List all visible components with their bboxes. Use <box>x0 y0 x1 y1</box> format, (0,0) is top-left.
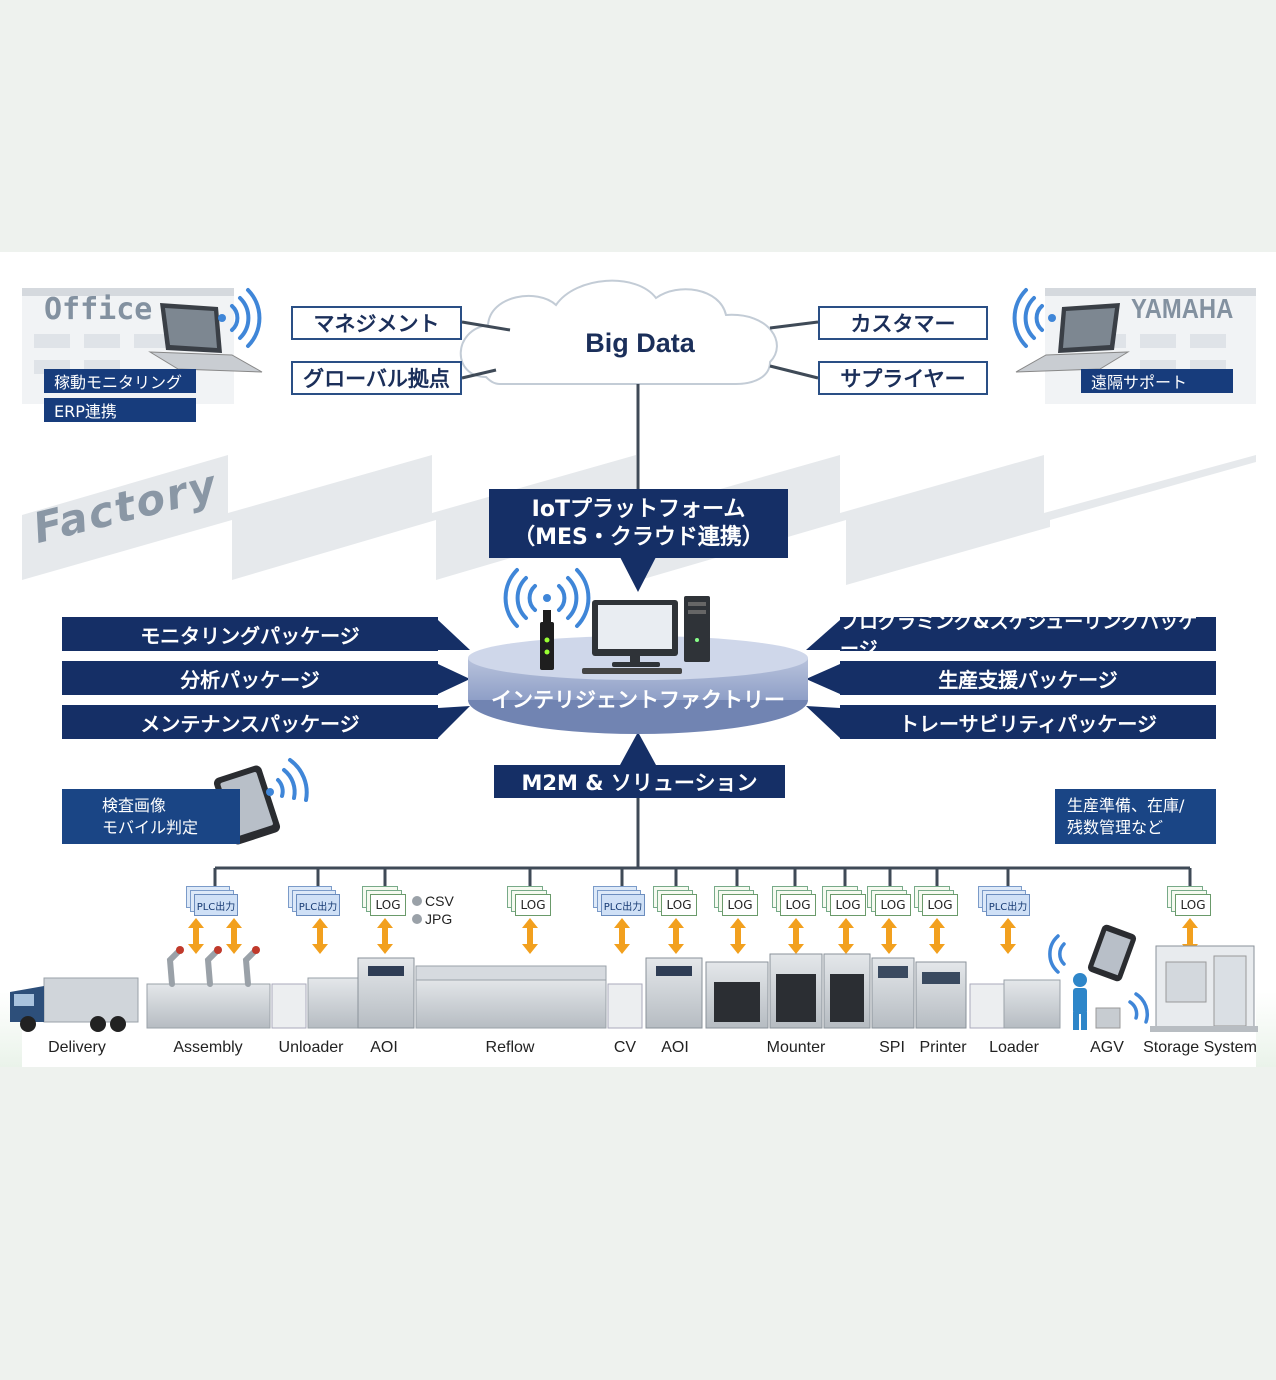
iot-platform-line1: IoTプラットフォーム <box>531 496 746 522</box>
production-line <box>10 924 1258 1032</box>
phone-wifi-icon <box>266 758 309 802</box>
format-csv-label: CSV <box>425 893 454 909</box>
supplier-box: サプライヤー <box>818 361 988 395</box>
office-tag-monitoring: 稼動モニタリング <box>44 369 196 393</box>
mobile-note-line2: モバイル判定 <box>102 818 199 837</box>
connector-lines <box>213 320 1192 886</box>
hub-wifi-icon <box>503 568 591 628</box>
mobile-note-line1: 検査画像 <box>102 796 167 815</box>
station-label-mounter: Mounter <box>766 1039 826 1056</box>
iot-platform-box: IoTプラットフォーム （MES・クラウド連携） <box>489 489 788 558</box>
station-label-reflow: Reflow <box>485 1039 535 1056</box>
station-label-unloader: Unloader <box>278 1039 344 1056</box>
m2m-solution-box: M2M & ソリューション <box>494 765 785 798</box>
station-label-storage-system: Storage System <box>1143 1039 1257 1056</box>
management-box: マネジメント <box>291 306 462 340</box>
pointer-arrows <box>438 557 840 765</box>
iot-platform-line2: （MES・クラウド連携） <box>513 524 764 550</box>
intelligent-factory-label: インテリジェントファクトリー <box>491 688 785 712</box>
office-title: Office <box>44 292 153 327</box>
yamaha-tag-remote-support: 遠隔サポート <box>1081 369 1233 393</box>
yamaha-title: YAMAHA <box>1131 293 1234 324</box>
office-tag-erp: ERP連携 <box>44 398 196 422</box>
analysis-package: 分析パッケージ <box>62 661 438 695</box>
production-prep-note: 生産準備、在庫/ 残数管理など <box>1055 789 1216 844</box>
bullet-icon <box>412 896 422 906</box>
format-jpg-label: JPG <box>425 911 453 927</box>
prep-note-line2: 残数管理など <box>1067 818 1164 837</box>
yamaha-wifi-icon <box>1012 288 1056 348</box>
bullet-icon <box>412 914 422 924</box>
station-label-aoi2: AOI <box>661 1039 689 1056</box>
production-support-package: 生産支援パッケージ <box>840 661 1216 695</box>
station-label-delivery: Delivery <box>48 1039 106 1056</box>
customer-box: カスタマー <box>818 306 988 340</box>
mobile-inspection-note: 検査画像 モバイル判定 <box>62 789 240 844</box>
office-laptop-icon <box>148 303 263 373</box>
big-data-label: Big Data <box>585 328 695 358</box>
programming-scheduling-package: プログラミング&スケジューリングパッケージ <box>840 611 1216 660</box>
format-jpg: JPG <box>412 910 454 928</box>
traceability-package: トレーサビリティパッケージ <box>840 705 1216 739</box>
maintenance-package: メンテナンスパッケージ <box>62 705 438 739</box>
format-csv: CSV <box>412 892 454 910</box>
agv-wifi-icon <box>1048 934 1150 1024</box>
prep-note-line1: 生産準備、在庫/ <box>1067 796 1185 815</box>
truck-icon <box>10 977 139 1032</box>
station-label-cv: CV <box>613 1039 637 1056</box>
computer-icon <box>582 596 710 674</box>
router-icon <box>540 610 554 670</box>
station-label-agv: AGV <box>1090 1039 1124 1056</box>
monitoring-package: モニタリングパッケージ <box>62 617 438 651</box>
big-data-cloud <box>459 279 778 385</box>
station-label-spi: SPI <box>879 1039 905 1056</box>
yamaha-laptop-icon <box>1015 303 1130 373</box>
station-label-loader: Loader <box>989 1039 1039 1056</box>
global-sites-box: グローバル拠点 <box>291 361 462 395</box>
orange-data-arrows <box>188 918 1198 954</box>
format-list: CSV JPG <box>412 892 454 928</box>
worker-icon <box>1073 973 1087 1030</box>
office-wifi-icon <box>218 288 262 348</box>
station-label-printer: Printer <box>919 1039 967 1056</box>
tablet-icon <box>1087 924 1137 982</box>
station-label-assembly: Assembly <box>173 1039 243 1056</box>
station-label-aoi: AOI <box>370 1039 398 1056</box>
